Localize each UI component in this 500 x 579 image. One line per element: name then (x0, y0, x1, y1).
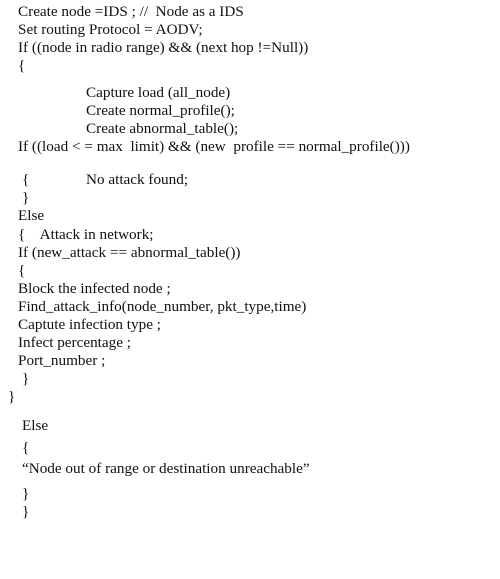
code-line: } (8, 388, 16, 405)
code-line: Set routing Protocol = AODV; (18, 21, 203, 38)
code-line: Create normal_profile(); (86, 102, 235, 119)
code-line: } (22, 370, 30, 387)
code-line: Find_attack_info(node_number, pkt_type,t… (18, 298, 307, 315)
code-line: Captute infection type ; (18, 316, 161, 333)
code-line: Else (18, 207, 45, 224)
code-line: Create node =IDS ; // Node as a IDS (18, 3, 244, 20)
code-line: Else (22, 417, 49, 434)
code-line: Create abnormal_table(); (86, 120, 239, 137)
code-line: } (22, 485, 30, 502)
code-line: “Node out of range or destination unreac… (22, 460, 310, 477)
code-line: Block the infected node ; (18, 280, 171, 297)
code-line: } (22, 189, 30, 206)
code-line: { (18, 262, 26, 279)
code-line: } (22, 503, 30, 520)
code-line: Port_number ; (18, 352, 106, 369)
code-line: If (new_attack == abnormal_table()) (18, 244, 241, 261)
code-line: { (18, 57, 26, 74)
code-line: { (22, 171, 30, 188)
code-line: Capture load (all_node) (86, 84, 231, 101)
code-line: { Attack in network; (18, 226, 154, 243)
code-line: { (22, 439, 30, 456)
code-line: If ((load < = max limit) && (new profile… (18, 138, 410, 155)
code-line: Infect percentage ; (18, 334, 131, 351)
code-line: No attack found; (86, 171, 189, 188)
code-line: If ((node in radio range) && (next hop !… (18, 39, 309, 56)
